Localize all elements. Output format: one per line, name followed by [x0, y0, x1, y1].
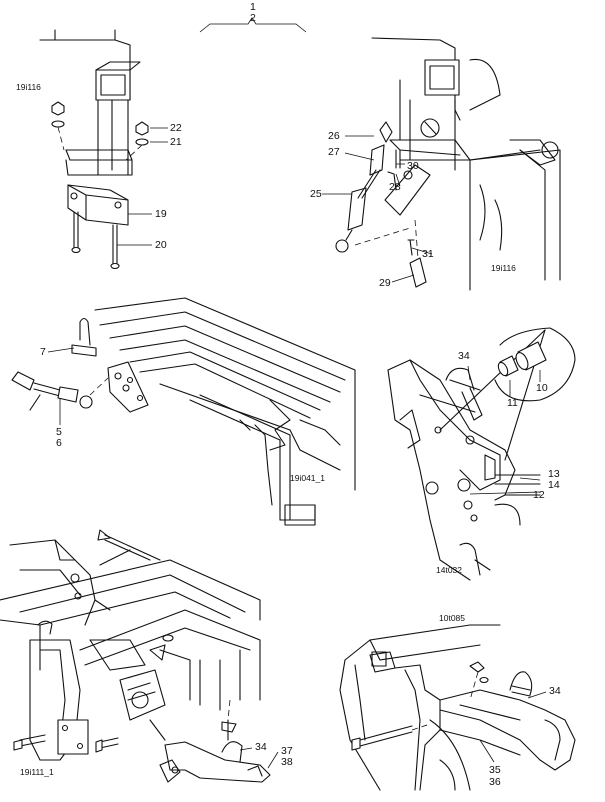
part-callout-14: 14	[548, 479, 560, 491]
part-callout-31: 31	[422, 248, 434, 260]
part-callout-28: 28	[389, 181, 401, 193]
part-callout-26: 26	[328, 130, 340, 142]
part-callout-20: 20	[155, 239, 167, 251]
part-callout-21: 21	[170, 136, 182, 148]
part-callout-38: 38	[281, 756, 293, 768]
part-callout-34-frame: 34	[255, 741, 267, 753]
part-callout-30: 30	[407, 160, 419, 172]
part-callout-29: 29	[379, 277, 391, 289]
part-callout-19: 19	[155, 208, 167, 220]
part-callout-34: 34	[458, 350, 470, 362]
figure-ref-hitch-right: 19i116	[491, 263, 516, 273]
part-callout-35: 35	[489, 764, 501, 776]
part-callout-10: 10	[536, 382, 548, 394]
bracket-right-drawing	[387, 327, 576, 581]
part-callout-7: 7	[40, 346, 46, 358]
part-callout-22: 22	[170, 122, 182, 134]
part-callout-37: 37	[281, 745, 293, 757]
figure-ref-hitch-left: 19i116	[16, 82, 41, 92]
arm-bottom-right-drawing	[339, 624, 576, 791]
hitch-left-drawing	[39, 29, 168, 270]
part-callout-27: 27	[328, 146, 340, 158]
frame-bottom-left-drawing	[0, 529, 279, 783]
part-callout-25: 25	[310, 188, 322, 200]
figure-ref-arm-bottom-right: 10t085	[439, 613, 465, 623]
figure-ref-beam-mid: 19i041_1	[290, 473, 325, 483]
hitch-right-drawing	[322, 37, 561, 291]
assembly-callout-1: 1	[250, 1, 256, 13]
assembly-callout-2: 2	[250, 12, 256, 24]
part-callout-5: 5	[56, 426, 62, 438]
part-callout-34-arm: 34	[549, 685, 561, 697]
part-callout-36: 36	[489, 776, 501, 788]
figure-ref-frame-bottom-left: 19i111_1	[20, 767, 54, 777]
part-callout-6: 6	[56, 437, 62, 449]
part-callout-13: 13	[548, 468, 560, 480]
figure-ref-bracket-right: 14t032	[436, 565, 462, 575]
part-callout-11: 11	[507, 397, 518, 409]
part-callout-12: 12	[533, 489, 545, 501]
beam-mid-drawing	[11, 297, 356, 526]
